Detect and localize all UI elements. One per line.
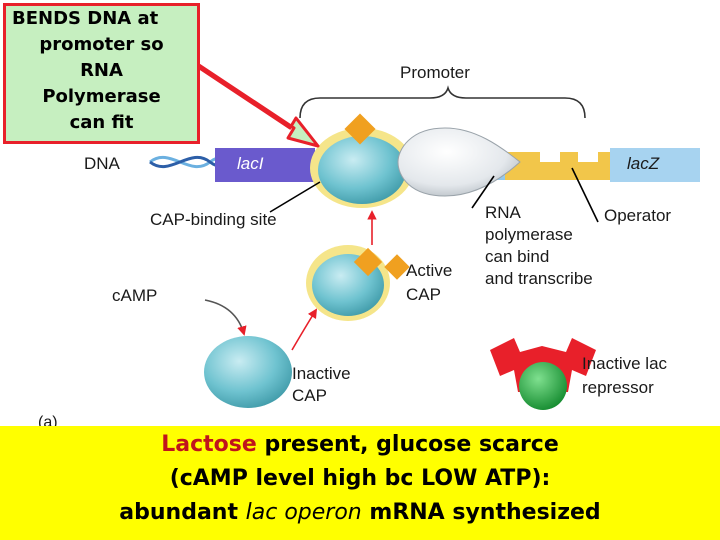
bound-active-cap — [310, 113, 414, 208]
rna-polymerase-line-4: and transcribe — [485, 269, 593, 288]
active-cap-label: Active CAP — [406, 259, 452, 307]
dna-label: DNA — [84, 154, 120, 173]
inactive-cap-line-1: Inactive — [292, 364, 351, 383]
arrow-camp-to-cap — [204, 299, 247, 336]
callout-line-2: promoter so — [39, 34, 164, 55]
inactive-cap-label: Inactive CAP — [292, 363, 351, 407]
promoter-label: Promoter — [400, 63, 470, 82]
callout-line-1: BENDS DNA at — [12, 8, 159, 29]
active-cap-line-2: CAP — [406, 285, 441, 304]
rna-polymerase-line-2: polymerase — [485, 225, 573, 244]
rna-polymerase-line-1: RNA — [485, 203, 521, 222]
operator-label: Operator — [604, 206, 672, 225]
callout-line-4: Polymerase — [42, 86, 161, 107]
summary-line-3-b: mRNA synthesized — [361, 500, 601, 525]
callout-line-3: RNA — [80, 60, 123, 81]
inactive-cap-line-2: CAP — [292, 386, 327, 405]
inactive-cap-protein — [204, 336, 292, 408]
rna-polymerase-label: RNA polymerase can bind and transcribe — [485, 202, 593, 290]
laci-label: lacI — [237, 154, 264, 173]
operator-region — [505, 152, 610, 180]
rna-polymerase-shape — [397, 127, 521, 197]
lac-operon-italic: lac operon — [245, 500, 362, 525]
rna-polymerase-line-3: can bind — [485, 247, 550, 266]
cap-site-pointer — [269, 181, 321, 213]
lacz-label: lacZ — [627, 154, 660, 173]
inactive-repressor — [490, 338, 596, 410]
summary-line-1: Lactose present, glucose scarce — [0, 428, 720, 462]
inactive-repressor-label: Inactive lac repressor — [582, 352, 667, 400]
camp-diamond — [384, 254, 410, 280]
camp-label: cAMP — [112, 286, 158, 305]
active-cap-line-1: Active — [406, 261, 453, 280]
cap-binding-site-label: CAP-binding site — [150, 210, 277, 229]
callout-box: BENDS DNA at promoter so RNA Polymerase … — [3, 3, 200, 144]
laci-gene — [215, 148, 315, 182]
summary-line-3: abundant lac operon mRNA synthesized — [0, 496, 720, 530]
summary-line-1-rest: present, glucose scarce — [256, 432, 559, 457]
lactose-word: Lactose — [161, 432, 257, 457]
polymerase-pointer — [471, 175, 495, 209]
promoter-brace — [299, 85, 586, 119]
lacz-gene — [610, 148, 700, 182]
active-cap-complex — [306, 245, 390, 321]
summary-line-3-a: abundant — [119, 500, 246, 525]
callout-line-5: can fit — [69, 112, 134, 133]
summary-banner: Lactose present, glucose scarce (cAMP le… — [0, 426, 720, 540]
summary-line-2: (cAMP level high bc LOW ATP): — [169, 466, 551, 491]
operator-pointer — [571, 167, 599, 223]
inactive-repressor-line-1: Inactive lac — [582, 354, 668, 373]
arrow-inactive-to-active — [291, 308, 318, 351]
inactive-repressor-line-2: repressor — [582, 378, 654, 397]
callout-arrow — [183, 63, 320, 148]
